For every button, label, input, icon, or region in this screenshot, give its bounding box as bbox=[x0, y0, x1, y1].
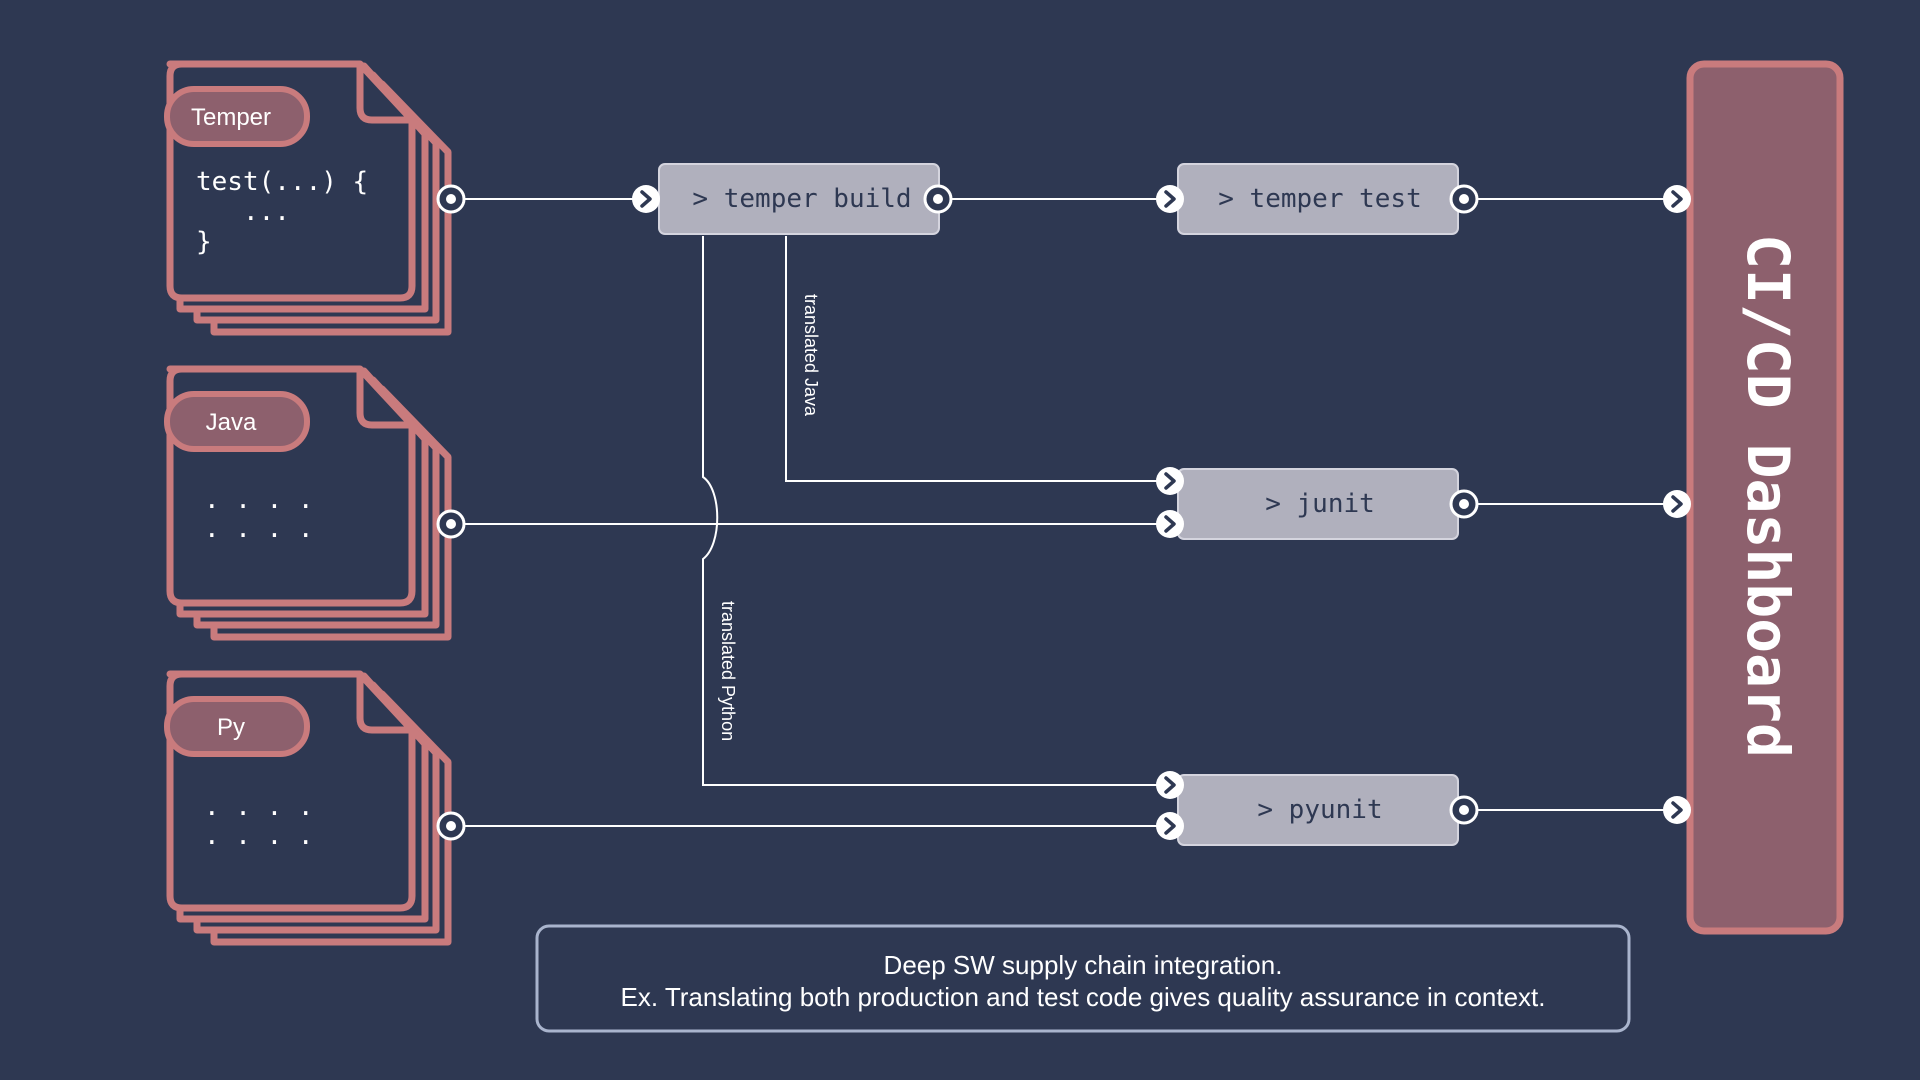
file-code-line: ... bbox=[196, 197, 290, 227]
input-port-icon[interactable] bbox=[1154, 508, 1186, 540]
output-port-icon[interactable] bbox=[436, 184, 466, 214]
file-tab-label: Temper bbox=[191, 104, 271, 131]
input-port-icon[interactable] bbox=[1661, 488, 1693, 520]
file-code-line: } bbox=[196, 227, 212, 257]
step-label: > pyunit bbox=[1257, 795, 1382, 825]
input-port-icon[interactable] bbox=[1661, 183, 1693, 215]
step-label: > temper build bbox=[692, 184, 911, 214]
ports bbox=[436, 183, 1693, 842]
input-port-icon[interactable] bbox=[1154, 465, 1186, 497]
edge-label-translated-java: translated Java bbox=[801, 294, 821, 417]
ci-cd-dashboard[interactable]: CI/CD Dashboard bbox=[1686, 60, 1844, 935]
input-port-icon[interactable] bbox=[1154, 810, 1186, 842]
caption-box: Deep SW supply chain integration. Ex. Tr… bbox=[535, 924, 1631, 1033]
file-stack-java[interactable]: Java . . . . . . . . bbox=[164, 365, 452, 641]
input-port-icon[interactable] bbox=[1154, 769, 1186, 801]
step-temper-test[interactable]: > temper test bbox=[1177, 163, 1459, 235]
caption-line-2: Ex. Translating both production and test… bbox=[621, 982, 1546, 1012]
output-port-icon[interactable] bbox=[1449, 489, 1479, 519]
file-stack-py[interactable]: Py . . . . . . . . bbox=[164, 670, 452, 946]
file-tab-label: Py bbox=[217, 714, 245, 741]
input-port-icon[interactable] bbox=[1154, 183, 1186, 215]
wire-translated-python bbox=[702, 236, 1170, 786]
step-pyunit[interactable]: > pyunit bbox=[1177, 774, 1459, 846]
input-port-icon[interactable] bbox=[1661, 794, 1693, 826]
output-port-icon[interactable] bbox=[1449, 184, 1479, 214]
step-temper-build[interactable]: > temper build bbox=[658, 163, 940, 235]
step-junit[interactable]: > junit bbox=[1177, 468, 1459, 540]
file-code-line: . . . . bbox=[204, 485, 314, 515]
caption-line-1: Deep SW supply chain integration. bbox=[884, 950, 1283, 980]
file-code-line: . . . . bbox=[204, 821, 314, 851]
step-label: > junit bbox=[1265, 489, 1375, 519]
output-port-icon[interactable] bbox=[436, 509, 466, 539]
output-port-icon[interactable] bbox=[923, 184, 953, 214]
file-stack-temper[interactable]: Temper test(...) { ... } bbox=[164, 60, 452, 336]
step-label: > temper test bbox=[1218, 184, 1422, 214]
file-code-line: test(...) { bbox=[196, 167, 368, 197]
wires bbox=[451, 198, 1677, 827]
output-port-icon[interactable] bbox=[1449, 795, 1479, 825]
output-port-icon[interactable] bbox=[436, 811, 466, 841]
edge-label-translated-python: translated Python bbox=[718, 601, 738, 741]
wire-translated-java bbox=[785, 236, 1170, 482]
file-code-line: . . . . bbox=[204, 792, 314, 822]
file-tab-label: Java bbox=[206, 409, 257, 436]
input-port-icon[interactable] bbox=[630, 183, 662, 215]
file-code-line: . . . . bbox=[204, 514, 314, 544]
dashboard-title: CI/CD Dashboard bbox=[1734, 234, 1802, 758]
